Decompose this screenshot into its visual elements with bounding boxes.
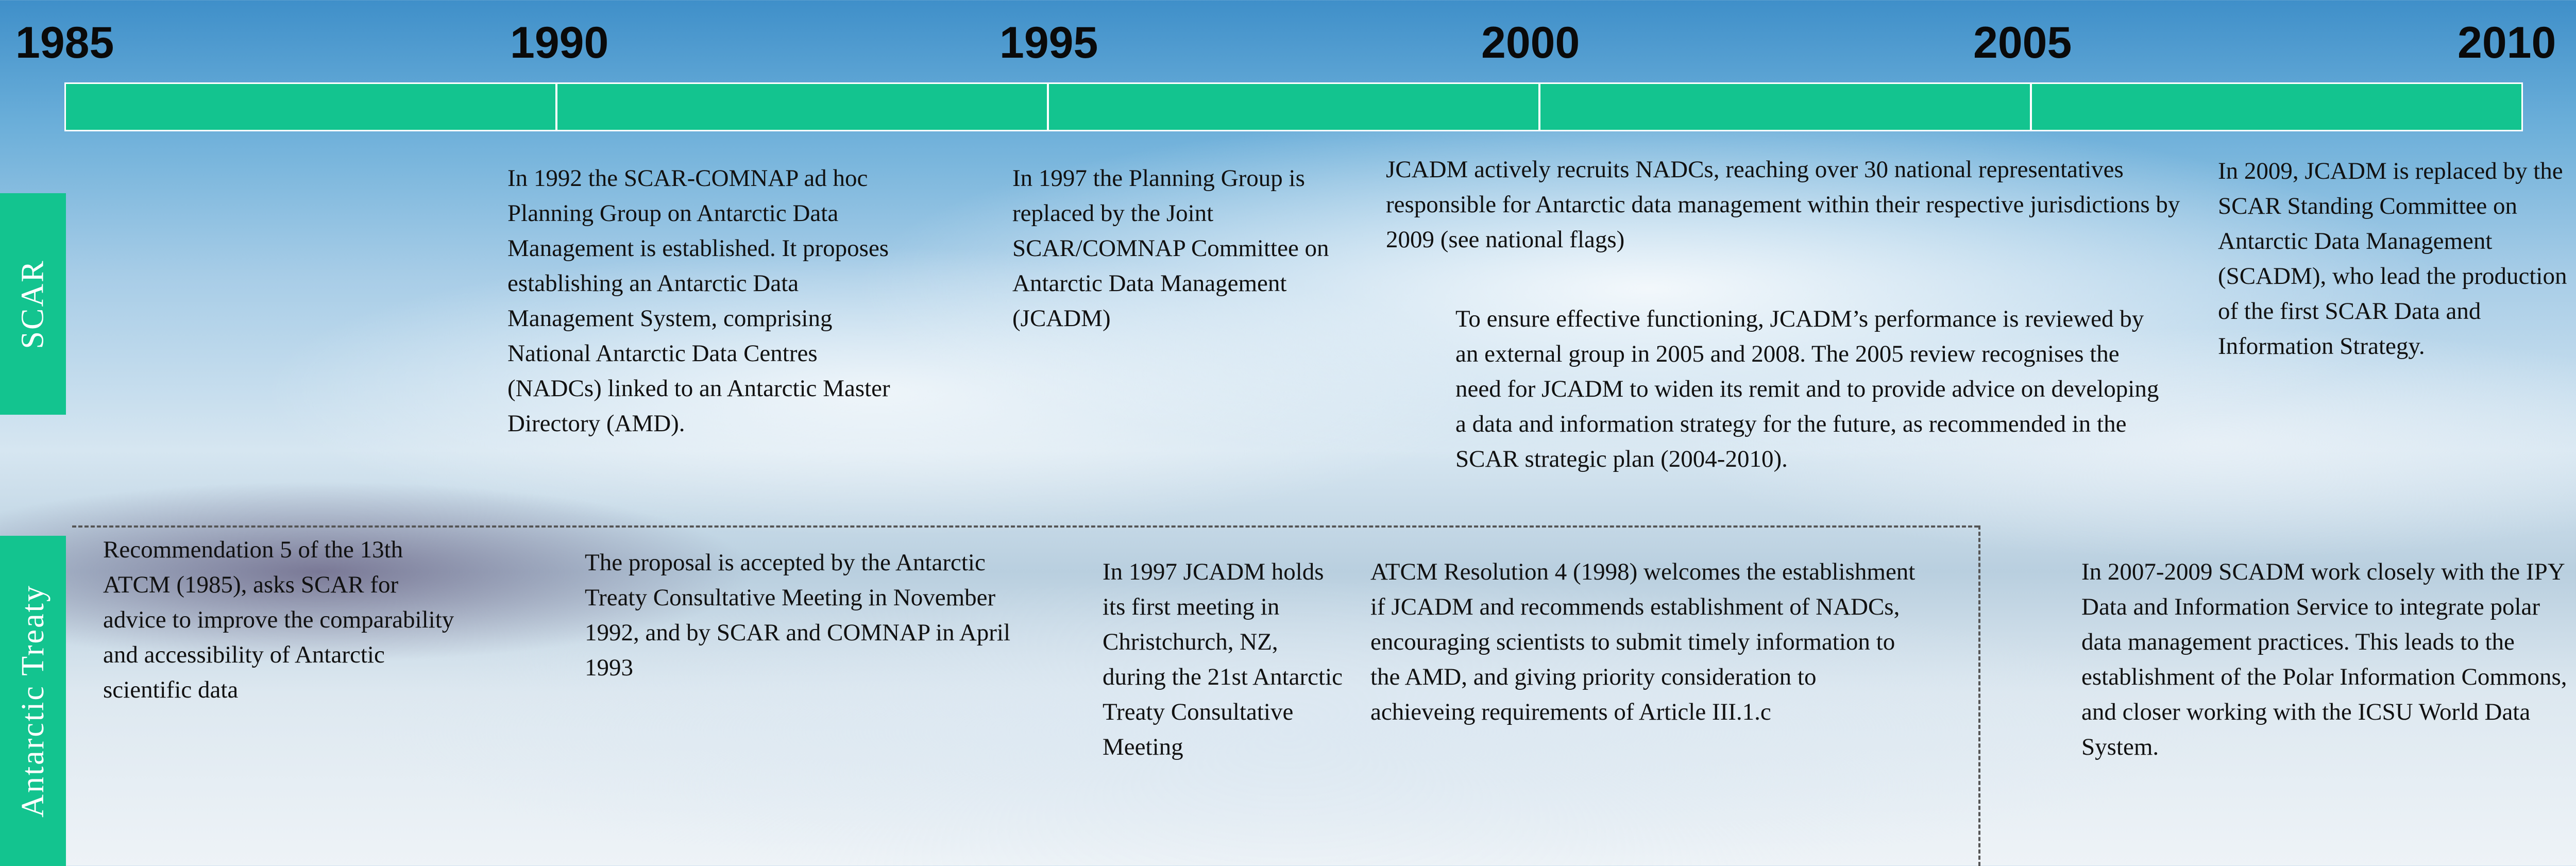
timeline-segment-2005-2010	[2032, 84, 2521, 130]
year-label-2010: 2010	[2458, 18, 2556, 67]
year-label-2000: 2000	[1481, 18, 1580, 67]
section-label-antarctic-treaty: Antarctic Treaty	[15, 584, 50, 818]
timeline-bar	[64, 82, 2523, 131]
event-treaty-2007: In 2007-2009 SCADM work closely with the…	[2081, 558, 2567, 760]
section-label-scar: SCAR	[15, 259, 50, 349]
timeline-segment-1990-1995	[557, 84, 1049, 130]
event-scar-review: To ensure effective functioning, JCADM’s…	[1455, 305, 2159, 472]
section-divider-vertical-line	[1978, 525, 1980, 866]
section-tab-scar: SCAR	[0, 193, 66, 415]
timeline-segment-2000-2005	[1540, 84, 2032, 130]
event-scar-nadc-recruitment: JCADM actively recruits NADCs, reaching …	[1386, 156, 2180, 253]
event-treaty-1997: In 1997 JCADM holds its first meeting in…	[1103, 558, 1343, 760]
event-scar-2009: In 2009, JCADM is replaced by the SCAR S…	[2218, 158, 2567, 360]
section-tab-antarctic-treaty: Antarctic Treaty	[0, 536, 66, 866]
event-treaty-1998: ATCM Resolution 4 (1998) welcomes the es…	[1370, 558, 1916, 725]
event-treaty-1985: Recommendation 5 of the 13th ATCM (1985)…	[103, 536, 454, 703]
section-divider-line	[72, 525, 1978, 528]
year-label-1995: 1995	[999, 18, 1098, 67]
year-label-1985: 1985	[15, 18, 114, 67]
year-label-2005: 2005	[1973, 18, 2072, 67]
timeline-segment-1985-1990	[66, 84, 557, 130]
timeline-segment-1995-2000	[1049, 84, 1540, 130]
year-label-1990: 1990	[510, 18, 609, 67]
event-treaty-1992: The proposal is accepted by the Antarcti…	[585, 549, 1011, 681]
event-scar-1992: In 1992 the SCAR-COMNAP ad hoc Planning …	[507, 165, 890, 437]
event-scar-1997: In 1997 the Planning Group is replaced b…	[1012, 165, 1329, 332]
